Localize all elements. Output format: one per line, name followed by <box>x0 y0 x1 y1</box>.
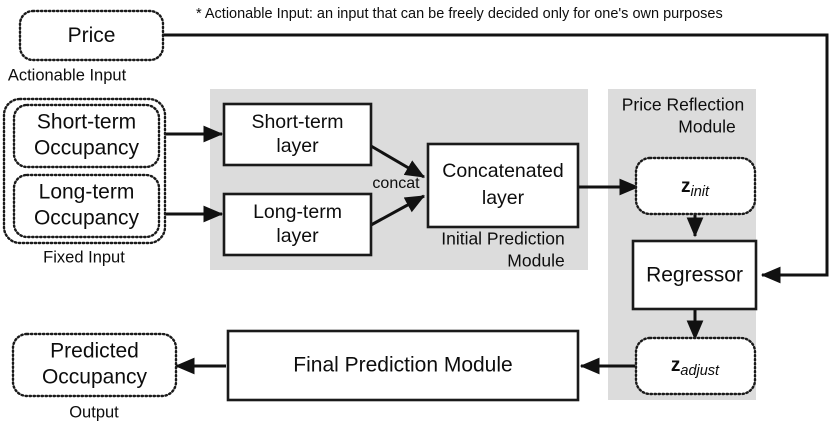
z-init-symbol: z <box>681 176 691 197</box>
price-reflection-module-label-line1: Price Reflection <box>622 95 745 115</box>
price-node[interactable] <box>18 9 165 62</box>
connector-shortterm-layer-to-concat <box>370 144 426 179</box>
z-adjust-subscript: adjust <box>680 363 720 379</box>
short-term-occupancy-label-line1: Short-term <box>37 111 136 134</box>
z-init-subscript: init <box>690 184 710 200</box>
z-init-label: zinit <box>681 176 710 200</box>
regressor-box[interactable] <box>631 239 758 311</box>
long-term-layer-box[interactable] <box>222 192 373 257</box>
long-term-layer-label-line2: layer <box>276 225 319 247</box>
z-init-node[interactable] <box>634 156 757 216</box>
predicted-occupancy-label-line2: Occupancy <box>42 366 148 389</box>
final-prediction-module-box[interactable] <box>226 329 580 402</box>
output-caption: Output <box>69 403 119 421</box>
connector-longterm-layer-to-concat <box>370 194 426 227</box>
fixed-input-group <box>2 97 167 245</box>
z-adjust-label: zadjust <box>671 355 720 379</box>
long-term-occupancy-label-line1: Long-term <box>39 181 135 204</box>
concatenated-layer-box[interactable] <box>426 142 580 229</box>
price-node-label: Price <box>68 24 116 47</box>
long-term-occupancy-node[interactable] <box>12 173 161 239</box>
long-term-occupancy-label-line2: Occupancy <box>34 207 140 230</box>
predicted-occupancy-label-line1: Predicted <box>50 340 139 363</box>
price-reflection-module-label-line2: Module <box>678 117 735 137</box>
concatenated-layer-label-line1: Concatenated <box>442 160 563 182</box>
long-term-layer-label-line1: Long-term <box>253 201 342 223</box>
connector-price-to-regressor <box>163 33 829 284</box>
short-term-layer-label-line2: layer <box>276 135 319 157</box>
initial-prediction-module-label-line1: Initial Prediction <box>441 229 565 249</box>
regressor-label: Regressor <box>646 264 743 287</box>
footnote-text: * Actionable Input: an input that can be… <box>196 6 723 22</box>
predicted-occupancy-node[interactable] <box>11 332 178 398</box>
short-term-occupancy-label-line2: Occupancy <box>34 137 140 160</box>
short-term-layer-label-line1: Short-term <box>251 111 343 133</box>
actionable-input-caption: Actionable Input <box>8 66 127 84</box>
z-adjust-node[interactable] <box>634 336 757 396</box>
fixed-input-caption: Fixed Input <box>43 248 125 266</box>
short-term-occupancy-node[interactable] <box>12 103 161 169</box>
concatenated-layer-label-line2: layer <box>482 187 525 209</box>
z-adjust-symbol: z <box>671 355 681 376</box>
short-term-layer-box[interactable] <box>222 102 373 167</box>
final-prediction-module-label: Final Prediction Module <box>293 354 512 377</box>
concat-label: concat <box>372 175 420 192</box>
initial-prediction-module-label-line2: Module <box>507 251 564 271</box>
